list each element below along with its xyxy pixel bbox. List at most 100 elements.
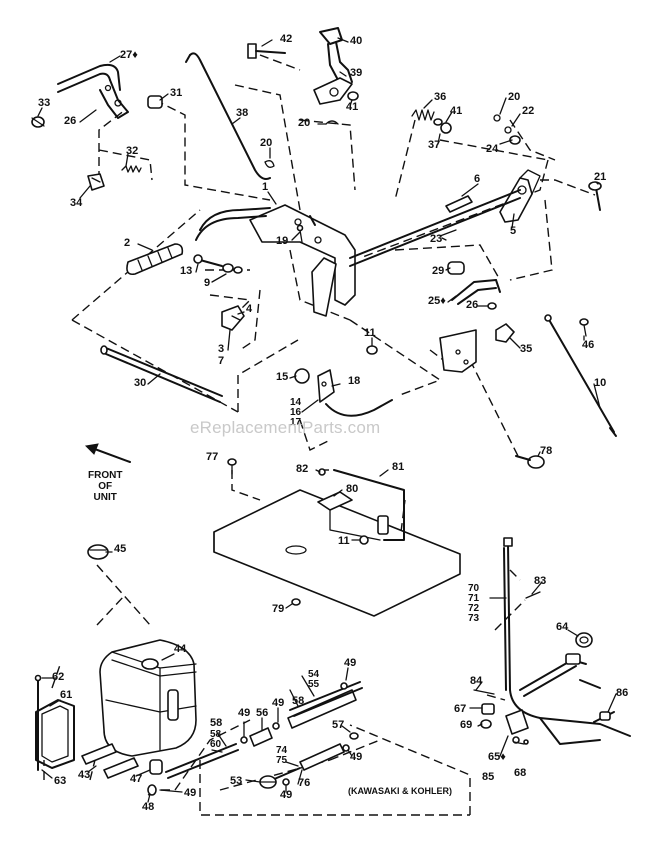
callout-41-left: 41 <box>346 101 359 113</box>
callout-26-right: 26 <box>466 299 479 311</box>
front-of-unit-arrow <box>84 443 131 463</box>
part-37-41-nut-washer <box>433 118 452 134</box>
callout-14-16-17: 14 16 17 <box>290 397 302 428</box>
part-74-76-fuel-line <box>271 743 345 781</box>
part-27-lift-bracket <box>57 63 129 119</box>
callout-62: 62 <box>52 671 65 683</box>
callout-3: 3 <box>218 343 225 355</box>
callout-13: 13 <box>180 265 193 277</box>
callout-45: 45 <box>114 543 127 555</box>
callout-21: 21 <box>594 171 607 183</box>
part-39-40-pedal-lever <box>313 27 353 105</box>
part-2-handle-grip <box>126 243 184 276</box>
part-81-control-panel-base <box>213 469 461 617</box>
part-58-hose <box>287 689 357 729</box>
callout-84: 84 <box>470 675 483 687</box>
callout-83: 83 <box>534 575 547 587</box>
callout-7: 7 <box>218 355 225 367</box>
part-34-connector <box>87 173 105 191</box>
callout-47: 47 <box>130 773 143 785</box>
part-53-fuel-pump <box>259 775 277 789</box>
part-14-17-throttle-control <box>317 369 393 417</box>
callout-9: 9 <box>204 277 211 289</box>
callout-82: 82 <box>296 463 309 475</box>
part-32-spring <box>121 165 142 173</box>
part-20-clip-b <box>325 120 339 125</box>
part-42-bolt <box>247 43 286 59</box>
part-48-fitting <box>147 784 157 796</box>
callout-15: 15 <box>276 371 289 383</box>
part-31-bushing <box>147 95 163 109</box>
callout-81: 81 <box>392 461 405 473</box>
callout-43: 43 <box>78 769 91 781</box>
callout-49-filter: 49 <box>238 707 251 719</box>
callout-19: 19 <box>276 235 289 247</box>
callout-27: 27♦ <box>120 49 138 61</box>
part-83-tie <box>525 591 541 599</box>
callout-6: 6 <box>474 173 481 185</box>
callout-54-55: 54 55 <box>308 669 320 690</box>
callout-67: 67 <box>454 703 467 715</box>
front-of-unit-label: FRONT OF UNIT <box>88 470 123 503</box>
callout-79: 79 <box>272 603 285 615</box>
right-side-plate <box>439 329 477 373</box>
callout-49-right: 49 <box>350 751 363 763</box>
callout-76: 76 <box>298 777 311 789</box>
part-64-grommet <box>575 632 593 648</box>
callout-38: 38 <box>236 107 249 119</box>
part-58-60-fuel-line <box>165 743 239 779</box>
callout-58-upper: 58 <box>210 717 223 729</box>
callout-25: 25♦ <box>428 295 446 307</box>
callout-30: 30 <box>134 377 147 389</box>
long-shaft <box>311 189 521 317</box>
callout-49-hose: 49 <box>272 697 285 709</box>
part-21-bolt <box>588 181 602 211</box>
part-80-bracket <box>317 491 353 511</box>
callout-34: 34 <box>70 197 83 209</box>
callout-41-right: 41 <box>450 105 463 117</box>
part-33-clip <box>31 116 45 128</box>
part-47-shutoff-valve <box>149 759 163 775</box>
callout-80: 80 <box>346 483 359 495</box>
callout-85: 85 <box>482 771 495 783</box>
part-54-55-fuel-line <box>289 681 363 717</box>
callout-63: 63 <box>54 775 67 787</box>
callout-10: 10 <box>594 377 607 389</box>
part-6-pin <box>445 195 473 213</box>
part-35-clamp <box>495 323 515 343</box>
part-70-73-wire-harness <box>503 537 631 745</box>
callout-48: 48 <box>142 801 155 813</box>
part-23-pin <box>439 229 457 237</box>
part-49-hose-clamps <box>240 682 350 786</box>
callout-46: 46 <box>582 339 595 351</box>
callout-5: 5 <box>510 225 517 237</box>
callout-49-tank: 49 <box>184 787 197 799</box>
callout-58-hose: 58 <box>292 695 305 707</box>
callout-11-upper: 11 <box>364 327 376 339</box>
callout-23: 23 <box>430 233 443 245</box>
callout-61: 61 <box>60 689 73 701</box>
callout-20-right: 20 <box>508 91 521 103</box>
callout-37: 37 <box>428 139 441 151</box>
engine-note: (KAWASAKI & KOHLER) <box>348 786 452 796</box>
part-1-main-frame <box>195 204 356 306</box>
harness-connector-group <box>519 653 601 697</box>
callout-20-pedal: 20 <box>298 117 311 129</box>
part-46-bolt <box>579 318 589 337</box>
part-84-tie <box>473 689 495 695</box>
callout-20-rod: 20 <box>260 137 273 149</box>
part-10-long-rod <box>544 314 617 437</box>
callout-39: 39 <box>350 67 363 79</box>
part-57-clamp <box>349 732 359 740</box>
part-79-bolt <box>291 598 301 606</box>
watermark: eReplacementParts.com <box>190 418 381 437</box>
part-43-pads <box>81 743 139 779</box>
callout-64: 64 <box>556 621 569 633</box>
part-4-throttle-knob <box>221 305 245 331</box>
callout-69: 69 <box>460 719 473 731</box>
part-25-lever <box>447 261 501 305</box>
part-62-strap-rod <box>34 674 42 771</box>
callout-36: 36 <box>434 91 447 103</box>
